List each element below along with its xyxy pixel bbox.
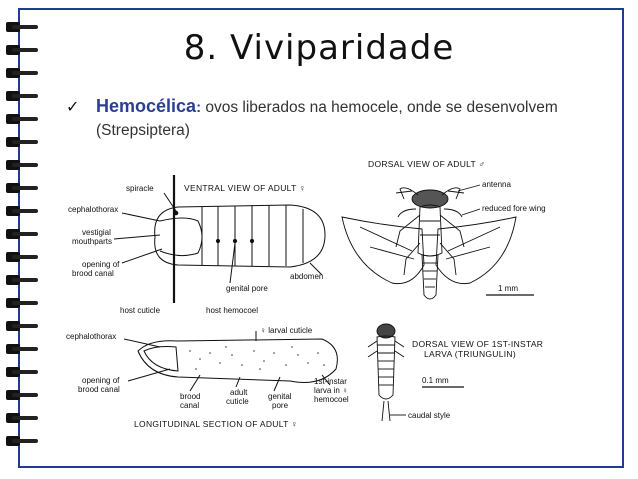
dorsal-male-caption: DORSAL VIEW OF ADULT ♂ (368, 159, 485, 169)
bullet-term: Hemocélica (96, 96, 197, 116)
ventral-view-drawing (113, 175, 326, 303)
larva-caption-line1: DORSAL VIEW OF 1ST-INSTAR (412, 339, 543, 349)
label-antenna: antenna (482, 180, 511, 189)
notebook-binding (0, 0, 40, 479)
label-reduced-fore-wing: reduced fore wing (482, 204, 546, 213)
label-cephalothorax: cephalothorax (68, 205, 118, 214)
binding-ring (6, 91, 38, 101)
binding-ring (6, 137, 38, 147)
label-scale-1mm: 1 mm (498, 284, 518, 293)
bullet-description-line2: (Strepsiptera) (96, 122, 190, 139)
label-larval-cuticle: ♀ larval cuticle (260, 326, 313, 335)
label-brood: brood (180, 392, 200, 401)
binding-ring (6, 68, 38, 78)
slide-title: 8. Viviparidade (183, 28, 455, 68)
check-icon: ✓ (66, 99, 80, 116)
label-genital: genital (268, 392, 292, 401)
larva-caption-line2: LARVA (TRIUNGULIN) (424, 349, 516, 359)
label-brood-canal-section: brood canal (78, 385, 120, 394)
term-separator: : (196, 99, 202, 116)
label-host-cuticle: host cuticle (120, 306, 161, 315)
ventral-caption: VENTRAL VIEW OF ADULT ♀ (184, 183, 306, 193)
label-first-instar: 1st-instar (314, 377, 347, 386)
label-hemocoel: hemocoel (314, 395, 349, 404)
label-vestigial: vestigial (82, 228, 111, 237)
binding-ring (6, 45, 38, 55)
bullet-description: ovos liberados na hemocele, onde se dese… (201, 99, 558, 116)
label-caudal-style: caudal style (408, 411, 451, 420)
label-host-hemocoel: host hemocoel (206, 306, 258, 315)
binding-ring (6, 344, 38, 354)
binding-ring (6, 183, 38, 193)
label-opening-of-section: opening of (82, 376, 120, 385)
label-pore: pore (272, 401, 289, 410)
label-mouthparts: mouthparts (72, 237, 112, 246)
label-genital-pore: genital pore (226, 284, 268, 293)
label-cephalothorax-section: cephalothorax (66, 332, 116, 341)
binding-ring (6, 206, 38, 216)
label-canal: canal (180, 401, 199, 410)
label-larva-in: larva in ♀ (314, 386, 348, 395)
label-brood-canal: brood canal (72, 269, 114, 278)
label-abdomen: abdomen (290, 272, 323, 281)
label-opening-of: opening of (82, 260, 120, 269)
binding-ring (6, 390, 38, 400)
label-cuticle: cuticle (226, 397, 249, 406)
binding-ring (6, 275, 38, 285)
label-adult: adult (230, 388, 248, 397)
binding-ring (6, 413, 38, 423)
binding-ring (6, 298, 38, 308)
label-spiracle: spiracle (126, 184, 154, 193)
longitudinal-section-drawing (123, 331, 338, 392)
binding-ring (6, 321, 38, 331)
binding-ring (6, 436, 38, 446)
binding-ring (6, 22, 38, 32)
bullet-text: Hemocélica: ovos liberados na hemocele, … (96, 96, 558, 117)
dorsal-male-drawing (341, 184, 534, 300)
binding-ring (6, 252, 38, 262)
binding-ring (6, 114, 38, 124)
longitudinal-caption: LONGITUDINAL SECTION OF ADULT ♀ (134, 419, 298, 429)
binding-ring (6, 367, 38, 377)
larva-drawing (367, 323, 464, 422)
label-scale-01mm: 0.1 mm (422, 376, 449, 385)
binding-ring (6, 229, 38, 239)
strepsiptera-figure: VENTRAL VIEW OF ADULT ♀ spiracle cephalo… (66, 159, 546, 429)
slide-frame (18, 8, 624, 468)
binding-ring (6, 160, 38, 170)
